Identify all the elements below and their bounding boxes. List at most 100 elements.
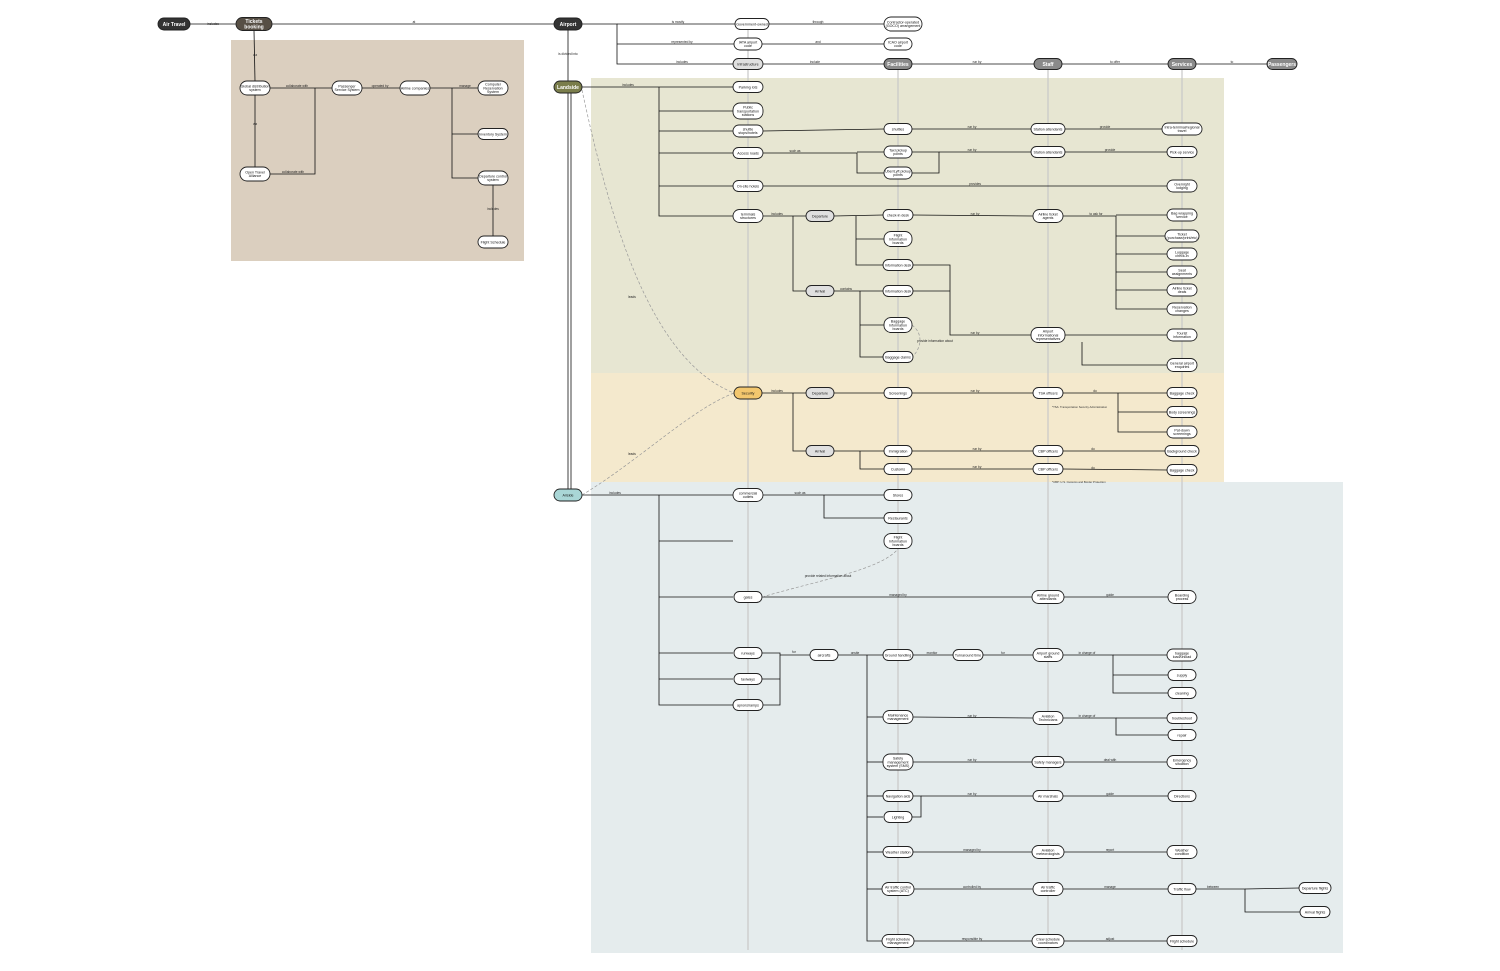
node-box	[882, 259, 914, 271]
node-box	[732, 102, 764, 120]
edge	[253, 30, 256, 82]
node-box	[882, 790, 914, 802]
node-label: Directions	[1174, 794, 1190, 798]
node-box	[553, 488, 583, 502]
node-label: shuttles	[892, 127, 905, 131]
node-label: aircrafts	[818, 653, 831, 657]
node-box	[1166, 265, 1198, 279]
edge-label-in-charge-of: in charge of	[1079, 651, 1096, 655]
dashed-edge	[581, 392, 735, 496]
node-label: Background check	[1167, 449, 1197, 453]
edge-label-includes: includes	[207, 22, 219, 26]
edge-label-includes: includes	[487, 207, 499, 211]
edge-label-provide: provide	[1105, 148, 1116, 152]
node-box	[1166, 712, 1198, 724]
node-box	[883, 489, 913, 501]
node-box	[477, 80, 509, 96]
node-label: Inventory System	[479, 132, 507, 136]
edge-label-include: include	[810, 60, 820, 64]
edge	[1062, 468, 1168, 471]
node-label: repair	[1177, 733, 1187, 737]
node-box	[1166, 302, 1198, 316]
dashed-edge	[761, 548, 899, 598]
node-box	[1166, 247, 1198, 261]
edge-label-manage: manage	[1104, 885, 1116, 889]
edge-label-run-by: run by	[968, 148, 977, 152]
node-baggage-check-2: Baggage check	[1166, 464, 1198, 476]
node-ground-handling: Ground handling	[882, 649, 914, 661]
node-label: Screenings	[889, 391, 907, 395]
node-label: Air marshals	[1038, 794, 1058, 798]
edge	[833, 214, 884, 217]
node-box	[1166, 935, 1198, 947]
node-label: Air Travel	[163, 22, 186, 28]
node-label: Government-owned	[736, 22, 768, 26]
node-label: Infrastructure	[737, 62, 758, 66]
node-label: Body screenings	[1169, 410, 1196, 414]
node-box	[1030, 123, 1066, 135]
node-box	[881, 882, 915, 896]
node-box	[732, 124, 764, 138]
node-label: Passengers	[1268, 62, 1296, 68]
edge-label-operated-by: operated by	[372, 84, 389, 88]
node-box	[1166, 328, 1198, 342]
node-box	[732, 81, 764, 93]
node-turnaround: Turnaround time	[952, 649, 984, 661]
node-label: Departure	[812, 391, 828, 395]
node-immigration: Immigration	[883, 445, 913, 457]
node-label: CBP officers	[1038, 449, 1058, 453]
node-box	[239, 80, 271, 96]
node-box	[239, 166, 271, 182]
edge	[792, 216, 806, 292]
edge-label-includes: includes	[771, 389, 783, 393]
node-box	[1032, 790, 1064, 802]
edge	[859, 291, 883, 358]
node-label: runways	[741, 651, 755, 655]
node-arrival-1: Arrival	[805, 285, 835, 297]
node-box	[883, 387, 913, 399]
node-label: Lighting	[892, 815, 905, 819]
node-box	[882, 710, 914, 724]
node-box	[732, 180, 764, 192]
edge-label-to-offer: to offer	[1110, 60, 1121, 64]
edge	[763, 152, 884, 174]
node-label: Arrival	[815, 449, 825, 453]
node-box	[1166, 146, 1198, 158]
node-weather-station: Weather station	[882, 846, 914, 858]
node-box	[883, 445, 913, 457]
node-traffic-flow: Traffic flow	[1167, 883, 1197, 895]
node-box	[1166, 425, 1198, 439]
node-label: Facilities	[887, 62, 909, 68]
node-aprons: aprons/ramps	[732, 699, 764, 711]
node-gates: gates	[733, 591, 763, 603]
node-box	[157, 17, 191, 31]
node-label: Station attendants	[1034, 127, 1063, 131]
edge-label-controlled-by: controlled by	[963, 885, 981, 889]
node-airline-companies: Airline companies	[399, 80, 431, 96]
node-label: Services	[1172, 62, 1193, 68]
node-box	[1032, 648, 1064, 662]
cbp-note: *CBP: U.S. Customs and Border Protection	[1052, 480, 1106, 484]
node-box	[733, 647, 763, 659]
